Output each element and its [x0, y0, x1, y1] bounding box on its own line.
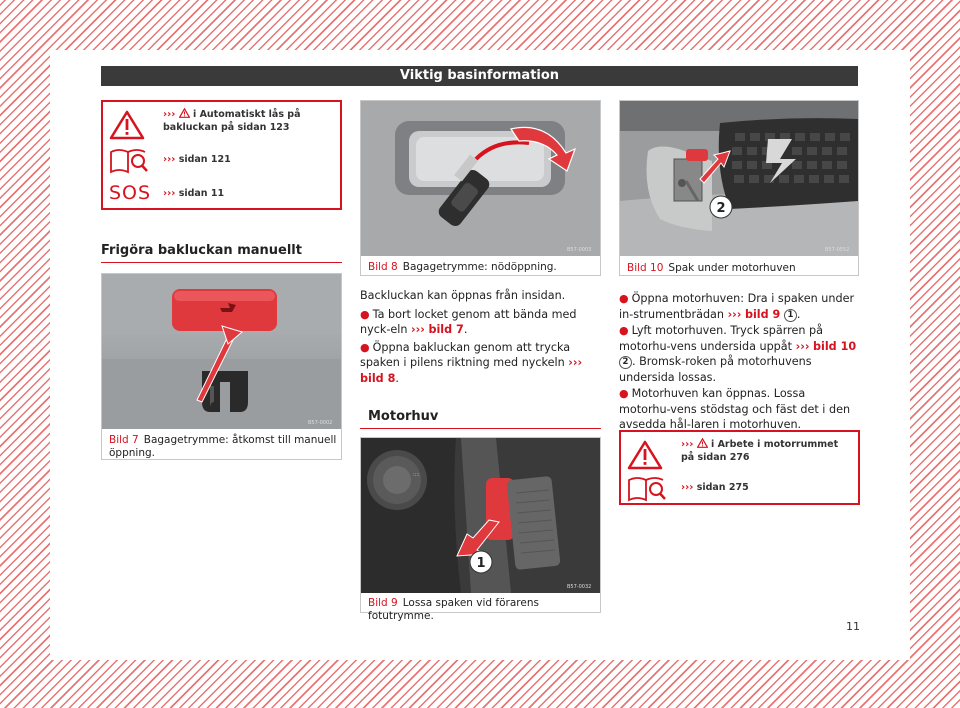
ref-arrows: ››› — [681, 439, 694, 450]
warning-small-icon — [696, 437, 709, 448]
figure-7-label: Bild 7 — [109, 434, 139, 446]
note-row-service: ››› sidan 121 — [109, 146, 231, 174]
section-heading-trunk: Frigöra bakluckan manuellt — [101, 243, 302, 258]
bullet-dot: ● — [619, 292, 629, 305]
note-sos-text[interactable]: sidan 11 — [178, 188, 225, 199]
figure-code: B57-0032 — [567, 584, 592, 590]
figure-9-caption-text: Lossa spaken vid förarens fotutrymme. — [368, 597, 539, 622]
figure-8-caption-text: Bagagetrymme: nödöppning. — [402, 261, 557, 273]
right-text: ●Öppna motorhuven: Dra i spaken under in… — [619, 291, 860, 433]
trunk-cover-image — [102, 274, 341, 429]
service-book-icon — [110, 149, 148, 174]
ref-arrows: ››› — [163, 109, 176, 120]
service-book-icon — [628, 477, 666, 502]
middle-bullet-2: ●Öppna bakluckan genom att trycka spaken… — [360, 340, 583, 385]
right-bullet-3: ●Motorhuven kan öppnas. Lossa motorhu-ve… — [619, 387, 851, 431]
figure-7: B57-0002 — [101, 273, 342, 460]
page-header: Viktig basinformation — [101, 66, 858, 86]
note-service-text[interactable]: sidan 121 — [178, 154, 231, 165]
emergency-opening-image — [361, 101, 600, 256]
section-heading-hood: Motorhuv — [368, 409, 439, 424]
middle-bullet-1: ●Ta bort locket genom att bända med nyck… — [360, 307, 577, 337]
note-row-warning: ››› i Arbete i motorrummet på sidan 276 — [627, 437, 841, 470]
figure-10-caption-text: Spak under motorhuven — [668, 262, 796, 274]
ref-arrows: ››› — [163, 154, 176, 165]
page-number: 11 — [846, 620, 860, 633]
ref-bild-8[interactable]: bild 8 — [360, 371, 396, 385]
figure-7-caption-text: Bagagetrymme: åtkomst till manuell öppni… — [109, 434, 337, 459]
figure-code: B57-0552 — [825, 247, 850, 253]
speaker-logo-icon: :::: — [413, 472, 420, 478]
note-row-service: ››› sidan 275 — [627, 474, 749, 502]
figure-code: B57-0002 — [308, 420, 333, 426]
notes-box-right: ››› i Arbete i motorrummet på sidan 276 … — [619, 430, 860, 505]
callout-number-2: 2 — [619, 356, 632, 369]
heading-underline — [360, 428, 601, 429]
heading-underline — [101, 262, 342, 263]
note-service-text[interactable]: sidan 275 — [696, 482, 749, 493]
callout-number-1: 1 — [783, 308, 797, 322]
ref-arrows: ››› — [795, 339, 810, 353]
ref-arrows: ››› — [681, 482, 694, 493]
figure-code: B57-0003 — [567, 247, 592, 253]
ref-bild-9[interactable]: bild 9 — [744, 307, 781, 321]
note-warning-text[interactable]: i Automatiskt lås på bakluckan på sidan … — [163, 109, 301, 133]
callout-2: 2 — [716, 201, 725, 216]
warning-small-icon — [178, 107, 191, 118]
warning-icon — [627, 440, 663, 470]
middle-text: Backluckan kan öppnas från insidan. ●Ta … — [360, 288, 601, 386]
figure-8-caption: Bild 8 Bagagetrymme: nödöppning. — [368, 261, 596, 274]
figure-9: :::: 1 B57-0032 — [360, 437, 601, 613]
bullet-dot: ● — [619, 324, 629, 337]
ref-arrows: ››› — [411, 323, 425, 336]
note-warning-text[interactable]: i Arbete i motorrummet på sidan 276 — [681, 439, 839, 463]
ref-arrows: ››› — [163, 188, 176, 199]
notes-box-left: ››› i Automatiskt lås på bakluckan på si… — [101, 100, 342, 210]
bullet-dot: ● — [360, 340, 370, 354]
callout-1: 1 — [476, 556, 485, 571]
ref-bild-7[interactable]: bild 7 — [428, 323, 464, 336]
figure-8: B57-0003 — [360, 100, 601, 276]
figure-10-caption: Bild 10 Spak under motorhuven — [627, 262, 855, 275]
figure-10-label: Bild 10 — [627, 262, 664, 274]
bullet-dot: ● — [360, 307, 370, 321]
sos-icon: SOS — [109, 182, 152, 204]
ref-arrows: ››› — [568, 356, 583, 369]
ref-bild-10[interactable]: bild 10 — [813, 339, 857, 353]
note-row-warning: ››› i Automatiskt lås på bakluckan på si… — [109, 107, 335, 140]
ref-arrows: ››› — [727, 307, 742, 321]
middle-intro: Backluckan kan öppnas från insidan. — [360, 289, 566, 302]
figure-8-label: Bild 8 — [368, 261, 398, 273]
hood-latch-image: 2 — [620, 101, 858, 256]
figure-10: 2 B57-0552 — [619, 100, 859, 276]
right-bullet-1: ●Öppna motorhuven: Dra i spaken under in… — [619, 292, 855, 322]
figure-9-label: Bild 9 — [368, 597, 398, 609]
footwell-lever-image: :::: 1 — [361, 438, 600, 593]
right-bullet-2: ●Lyft motorhuven. Tryck spärren på motor… — [619, 324, 857, 384]
warning-icon — [109, 110, 145, 140]
bullet-dot: ● — [619, 387, 629, 400]
note-row-sos: SOS ››› sidan 11 — [109, 182, 224, 204]
